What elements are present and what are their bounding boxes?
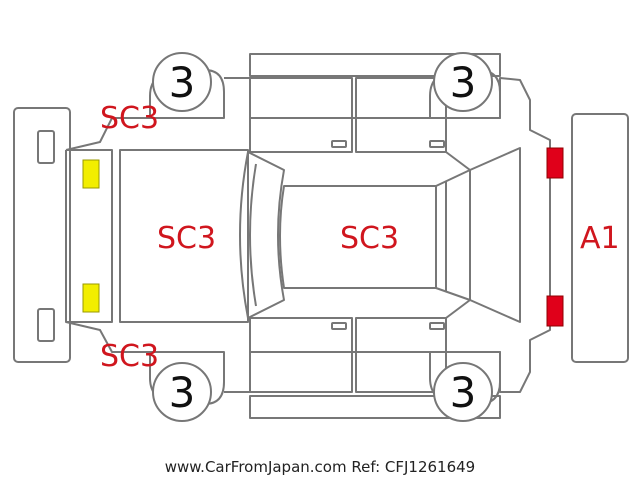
front-bumper [13,107,71,363]
pillar-lines [445,151,471,319]
tire-rear-left-rating: 3 [169,368,196,417]
taillight-marker-lower [546,295,564,327]
door-handle-rear-right [429,322,445,330]
windshield [239,151,285,319]
rear-bumper [571,113,629,363]
tire-front-right-circle [433,52,493,112]
side-step-right [249,395,501,419]
tire-rear-right-circle [433,362,493,422]
fog-lamp-upper [37,130,55,164]
tailgate-panel [469,147,521,323]
tire-front-right-rating: 3 [450,58,477,107]
tire-rear-right-rating: 3 [450,368,477,417]
damage-mark-front-left: SC3 [100,101,159,136]
roof-panel [279,185,437,289]
fog-lamp-lower [37,308,55,342]
headlight-marker-upper [82,159,100,189]
headlight-marker-lower [82,283,100,313]
tire-front-left-circle [152,52,212,112]
damage-mark-roof: SC3 [340,221,399,256]
door-handle-rear-left [429,140,445,148]
front-door-right [249,317,353,393]
windshield-inner [249,163,257,307]
side-step-left [249,53,501,77]
hood-panel [119,149,249,323]
damage-mark-rear-left: SC3 [100,339,159,374]
grille-panel [66,149,113,323]
door-handle-front-right [331,322,347,330]
rear-window [435,169,471,301]
damage-mark-rear: A1 [580,221,620,256]
taillight-marker-upper [546,147,564,179]
damage-mark-hood: SC3 [157,221,216,256]
tire-front-left-rating: 3 [169,58,196,107]
front-door-left [249,77,353,153]
door-handle-front-left [331,140,347,148]
tire-rear-left-circle [152,362,212,422]
footer-reference: www.CarFromJapan.com Ref: CFJ1261649 [164,458,476,476]
